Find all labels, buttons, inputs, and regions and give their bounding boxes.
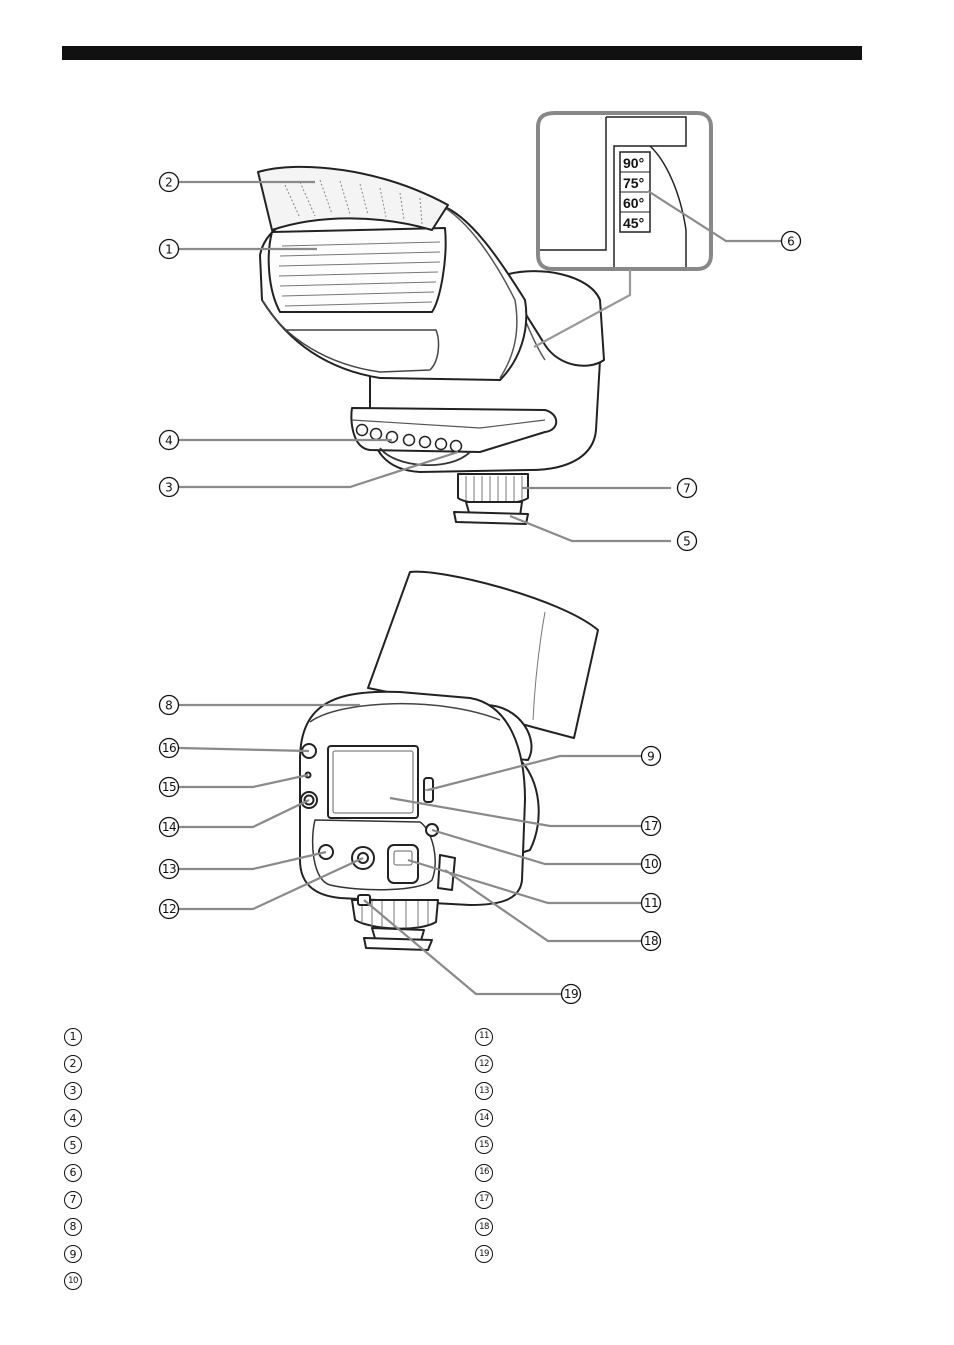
svg-text:9: 9 xyxy=(647,750,655,764)
legend-item: 12 xyxy=(475,1050,855,1077)
header-rule xyxy=(62,46,862,60)
flash-back-view xyxy=(299,570,599,951)
callout-7: 7 xyxy=(676,477,698,499)
legend-number: 18 xyxy=(475,1217,493,1236)
svg-text:19: 19 xyxy=(564,987,578,1001)
callout-11: 11 xyxy=(640,892,662,914)
callout-14: 14 xyxy=(158,816,180,838)
scale-45: 45° xyxy=(623,215,644,231)
svg-text:6: 6 xyxy=(787,235,795,249)
svg-text:4: 4 xyxy=(165,434,173,448)
callout-3: 3 xyxy=(158,476,180,498)
legend-right-column: 11 12 13 14 15 16 17 18 19 xyxy=(475,1023,855,1268)
inset-pointer xyxy=(533,269,632,348)
legend-item: 6 xyxy=(64,1159,444,1186)
legend-number: 6 xyxy=(64,1163,82,1182)
legend-item: 4 xyxy=(64,1105,444,1132)
svg-text:5: 5 xyxy=(683,535,691,549)
legend-number: 1 xyxy=(64,1027,82,1046)
leader-lines xyxy=(178,180,781,996)
callout-6: 6 xyxy=(780,230,802,252)
legend-number: 4 xyxy=(64,1109,82,1128)
legend-number: 7 xyxy=(64,1190,82,1209)
legend-item: 10 xyxy=(64,1268,444,1295)
bounce-angle-inset: 90° 75° 60° 45° xyxy=(536,111,713,271)
callout-labels: 2 1 4 3 6 7 5 8 16 15 14 13 12 9 17 10 1… xyxy=(158,171,802,1005)
svg-text:3: 3 xyxy=(165,481,173,495)
legend-item: 13 xyxy=(475,1077,855,1104)
svg-text:15: 15 xyxy=(162,780,176,794)
callout-19: 19 xyxy=(560,983,582,1005)
svg-text:18: 18 xyxy=(644,934,658,948)
svg-text:1: 1 xyxy=(165,243,173,257)
callout-5: 5 xyxy=(676,530,698,552)
legend-item: 9 xyxy=(64,1241,444,1268)
legend-item: 19 xyxy=(475,1241,855,1268)
legend-number: 10 xyxy=(64,1272,82,1291)
svg-text:14: 14 xyxy=(162,820,176,834)
legend-number: 15 xyxy=(475,1136,493,1155)
callout-12: 12 xyxy=(158,898,180,920)
svg-text:16: 16 xyxy=(162,741,176,755)
svg-text:7: 7 xyxy=(683,482,691,496)
callout-17: 17 xyxy=(640,815,662,837)
svg-text:10: 10 xyxy=(644,857,658,871)
legend-number: 8 xyxy=(64,1217,82,1236)
legend-item: 5 xyxy=(64,1132,444,1159)
legend-left-column: 1 2 3 4 5 6 7 8 9 10 xyxy=(64,1023,444,1295)
legend-number: 11 xyxy=(475,1027,493,1046)
legend-number: 19 xyxy=(475,1245,493,1264)
callout-18: 18 xyxy=(640,930,662,952)
legend-number: 5 xyxy=(64,1136,82,1155)
svg-text:12: 12 xyxy=(162,902,176,916)
legend-item: 3 xyxy=(64,1077,444,1104)
legend-item: 18 xyxy=(475,1213,855,1240)
callout-9: 9 xyxy=(640,745,662,767)
legend-number: 13 xyxy=(475,1081,493,1100)
callout-16: 16 xyxy=(158,737,180,759)
svg-text:13: 13 xyxy=(162,862,176,876)
legend-item: 11 xyxy=(475,1023,855,1050)
scale-60: 60° xyxy=(623,195,644,211)
svg-text:17: 17 xyxy=(644,819,658,833)
legend-number: 12 xyxy=(475,1054,493,1073)
callout-8: 8 xyxy=(158,694,180,716)
svg-text:11: 11 xyxy=(644,896,658,910)
legend-item: 7 xyxy=(64,1186,444,1213)
scale-75: 75° xyxy=(623,175,644,191)
svg-text:2: 2 xyxy=(165,176,173,190)
callout-10: 10 xyxy=(640,853,662,875)
legend-item: 2 xyxy=(64,1050,444,1077)
legend-number: 2 xyxy=(64,1054,82,1073)
legend-item: 1 xyxy=(64,1023,444,1050)
flash-front-view xyxy=(257,165,605,525)
legend-item: 15 xyxy=(475,1132,855,1159)
svg-text:8: 8 xyxy=(165,699,173,713)
legend-item: 16 xyxy=(475,1159,855,1186)
legend-number: 14 xyxy=(475,1109,493,1128)
legend-item: 8 xyxy=(64,1213,444,1240)
legend-number: 9 xyxy=(64,1245,82,1264)
scale-90: 90° xyxy=(623,155,644,171)
callout-2: 2 xyxy=(158,171,180,193)
legend-item: 14 xyxy=(475,1105,855,1132)
flash-diagram: 90° 75° 60° 45° xyxy=(158,111,802,1005)
callout-4: 4 xyxy=(158,429,180,451)
callout-13: 13 xyxy=(158,858,180,880)
legend-number: 3 xyxy=(64,1081,82,1100)
legend-number: 17 xyxy=(475,1190,493,1209)
legend-item: 17 xyxy=(475,1186,855,1213)
callout-1: 1 xyxy=(158,238,180,260)
legend-number: 16 xyxy=(475,1163,493,1182)
callout-15: 15 xyxy=(158,776,180,798)
